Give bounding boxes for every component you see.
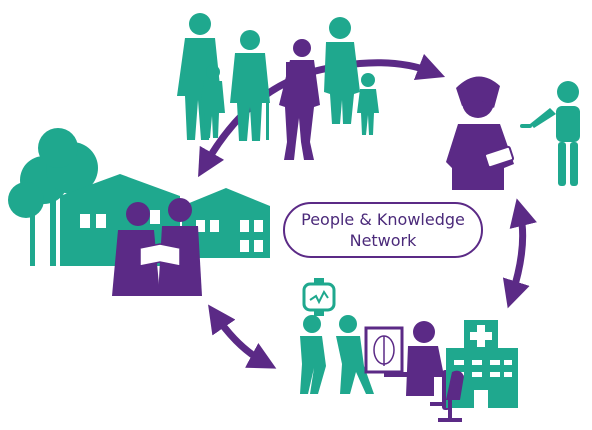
- robot-icon: [520, 81, 580, 186]
- tablet-icon: [483, 145, 515, 169]
- document-icon: [139, 243, 181, 267]
- exoskeleton-person-icon: [279, 39, 320, 160]
- smartwatch-icon: [302, 278, 336, 316]
- office-chair-icon: [438, 370, 464, 422]
- xray-monitor-icon: [364, 326, 404, 374]
- arrow-top: [296, 53, 446, 81]
- people-walking-icon: [177, 13, 379, 141]
- house-windows: [80, 210, 263, 252]
- arrow-bottom-left: [208, 304, 277, 369]
- center-label-box: People & Knowledge Network: [283, 202, 483, 258]
- arrow-right-vertical: [502, 198, 537, 309]
- doctor-figure-icon: [446, 76, 514, 190]
- patients-walking-icon: [300, 315, 374, 394]
- center-label-line2: Network: [349, 231, 417, 250]
- center-label-line1: People & Knowledge: [301, 210, 465, 229]
